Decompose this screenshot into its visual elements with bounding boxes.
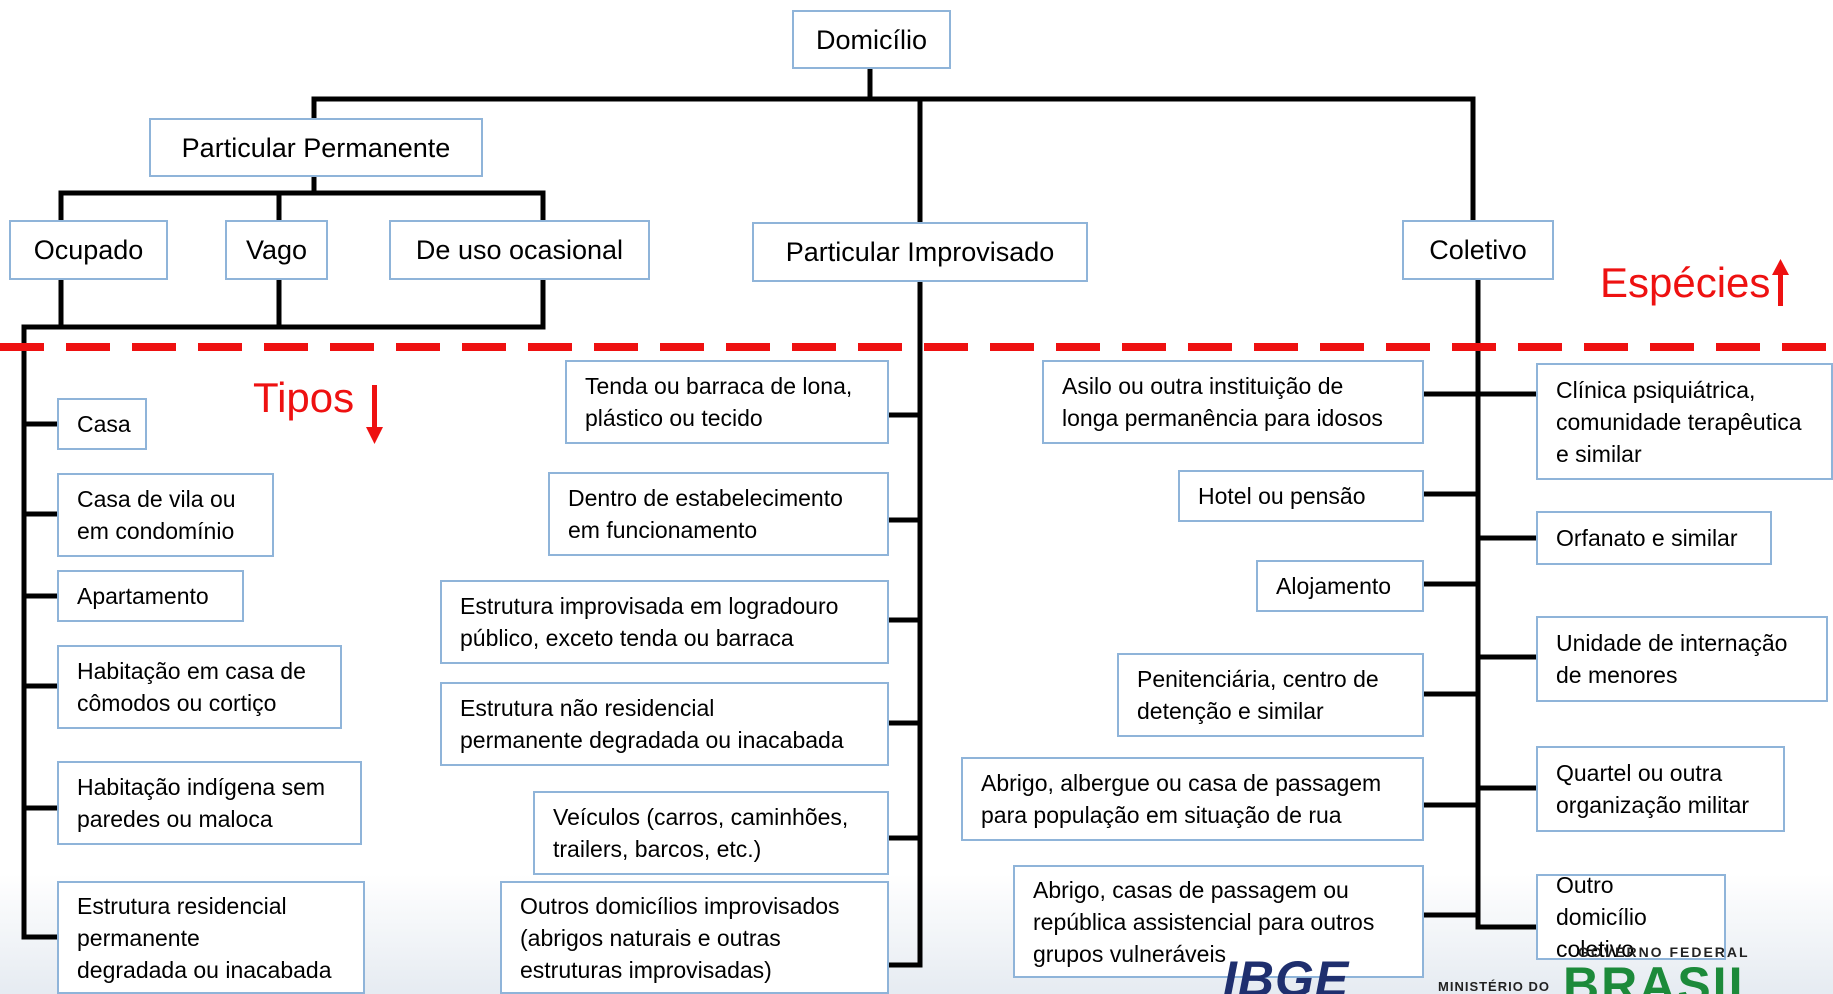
footer-logos: IBGE MINISTÉRIO DO GOVERNO FEDERAL BRASI…: [1223, 944, 1803, 994]
tipo-casa: Casa: [57, 398, 147, 450]
tipo-logradouro: Estrutura improvisada em logradouro públ…: [440, 580, 889, 664]
arrow-up-icon: [1772, 259, 1789, 306]
tipo-abrigo-vulneraveis: Abrigo, casas de passagem ou república a…: [1013, 865, 1424, 978]
tipo-penitenciaria: Penitenciária, centro de detenção e simi…: [1117, 653, 1424, 737]
tipo-estrutura-residencial: Estrutura residencial permanente degrada…: [57, 881, 365, 994]
tipo-estabelecimento: Dentro de estabelecimento em funcionamen…: [548, 472, 889, 556]
ministerio-label: MINISTÉRIO DO: [1438, 979, 1550, 994]
node-particular-improvisado: Particular Improvisado: [752, 222, 1088, 282]
tipo-indigena: Habitação indígena sem paredes ou maloca: [57, 761, 362, 845]
tipo-casa-comodos: Habitação em casa de cômodos ou cortiço: [57, 645, 342, 729]
tipo-alojamento: Alojamento: [1256, 560, 1424, 612]
node-coletivo: Coletivo: [1402, 220, 1554, 280]
tipo-orfanato: Orfanato e similar: [1536, 511, 1772, 565]
tipo-hotel: Hotel ou pensão: [1178, 470, 1424, 522]
tipo-casa-vila: Casa de vila ou em condomínio: [57, 473, 274, 557]
tipo-outros-improvisados: Outros domicílios improvisados (abrigos …: [500, 881, 889, 994]
tipo-tenda: Tenda ou barraca de lona, plástico ou te…: [565, 360, 889, 444]
tipo-nao-residencial: Estrutura não residencial permanente deg…: [440, 682, 889, 766]
arrow-down-icon: [366, 385, 383, 444]
node-domicilio: Domicílio: [792, 10, 951, 69]
label-tipos: Tipos: [253, 374, 355, 421]
node-ocupado: Ocupado: [9, 220, 168, 280]
node-uso-ocasional: De uso ocasional: [389, 220, 650, 280]
tipo-apartamento: Apartamento: [57, 570, 244, 622]
tipo-menores: Unidade de internação de menores: [1536, 616, 1828, 702]
brasil-logo: BRASIL: [1563, 957, 1762, 994]
tipo-quartel: Quartel ou outra organização militar: [1536, 746, 1785, 832]
ibge-logo: IBGE: [1223, 951, 1350, 994]
node-particular-permanente: Particular Permanente: [149, 118, 483, 177]
node-vago: Vago: [225, 220, 328, 280]
tipo-asilo: Asilo ou outra instituição de longa perm…: [1042, 360, 1424, 444]
tipo-abrigo-rua: Abrigo, albergue ou casa de passagem par…: [961, 757, 1424, 841]
label-especies: Espécies: [1600, 259, 1771, 306]
governo-federal-label: GOVERNO FEDERAL: [1578, 944, 1750, 960]
tipo-veiculos: Veículos (carros, caminhões, trailers, b…: [533, 791, 889, 875]
tipo-outro-coletivo: Outro domicílio coletivo: [1536, 872, 1726, 962]
tipo-clinica: Clínica psiquiátrica, comunidade terapêu…: [1536, 363, 1833, 480]
